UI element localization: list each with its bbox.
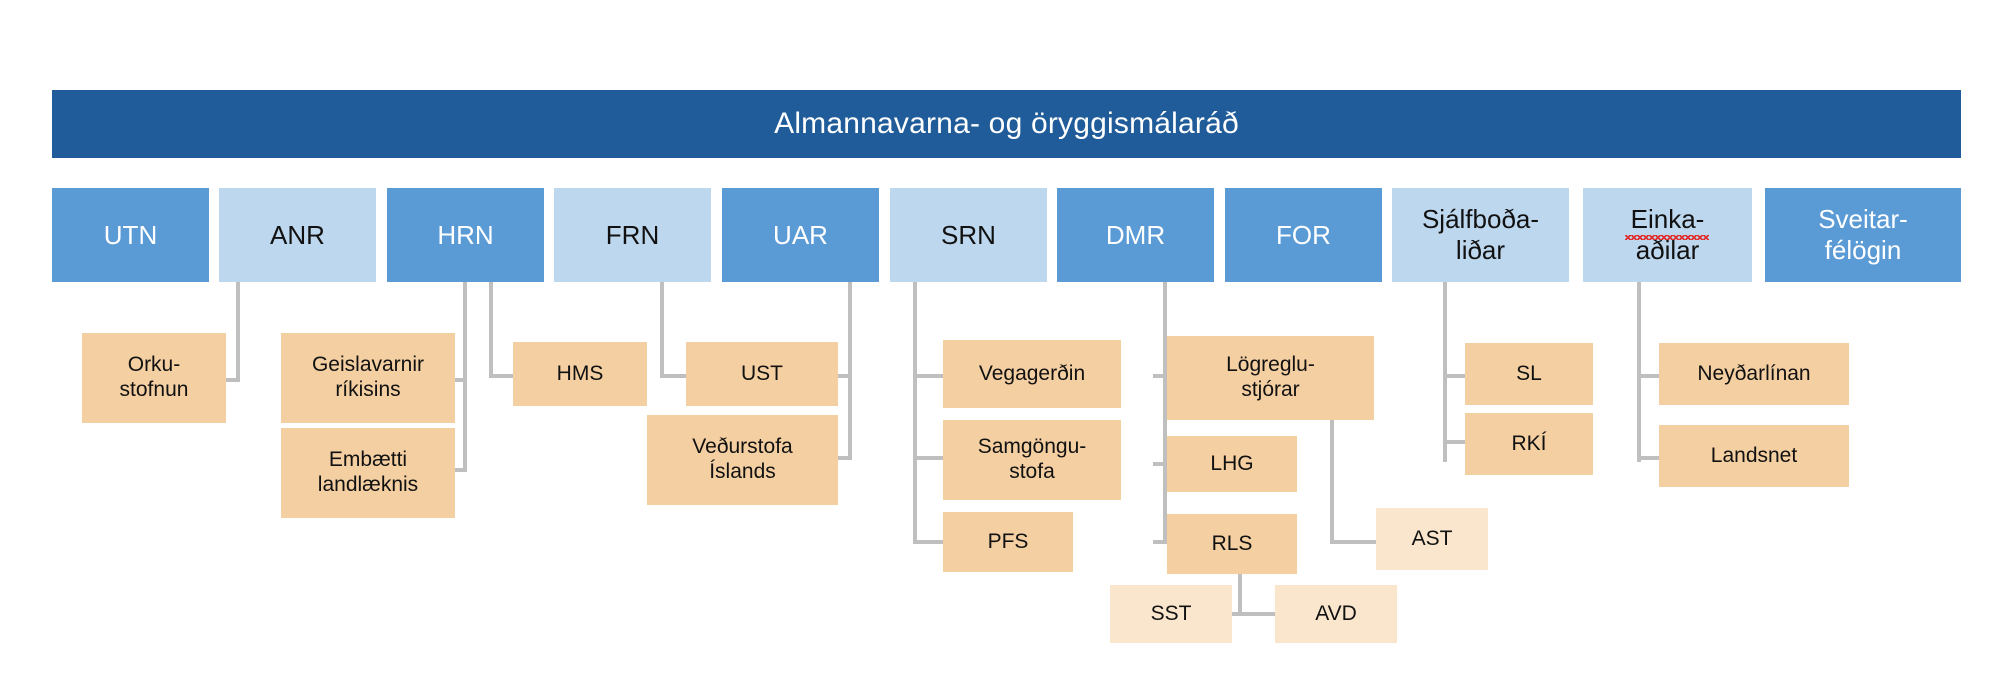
connector-srn-h1 — [913, 374, 943, 378]
node-avd[interactable]: AVD — [1275, 585, 1397, 643]
connector-ast-h — [1330, 540, 1376, 544]
node-geislavarnir-rikisins[interactable]: Geislavarnir ríkisins — [281, 333, 455, 423]
node-landsnet[interactable]: Landsnet — [1659, 425, 1849, 487]
connector-eink-v — [1637, 282, 1641, 462]
node-hrn[interactable]: HRN — [387, 188, 544, 282]
node-neydarlinan[interactable]: Neyðarlínan — [1659, 343, 1849, 405]
node-lhg[interactable]: LHG — [1167, 436, 1297, 492]
node-pfs[interactable]: PFS — [943, 512, 1073, 572]
node-vedurstofa-islands[interactable]: Veðurstofa Íslands — [647, 415, 838, 505]
connector-uar-v — [848, 282, 852, 460]
connector-srn-h3 — [913, 540, 943, 544]
node-samgongustofa[interactable]: Samgöngu- stofa — [943, 420, 1121, 500]
connector-sjb-v — [1443, 282, 1447, 462]
node-sl[interactable]: SL — [1465, 343, 1593, 405]
connector-eink-h1 — [1637, 374, 1659, 378]
node-hms[interactable]: HMS — [513, 342, 647, 406]
connector-dmr-v — [1163, 282, 1167, 544]
connector-frn-h — [660, 374, 686, 378]
connector-sjb-h2 — [1443, 440, 1465, 444]
node-dmr[interactable]: DMR — [1057, 188, 1214, 282]
spellcheck-underline-icon — [1625, 235, 1709, 240]
connector-uar-h1 — [838, 374, 852, 378]
node-rki[interactable]: RKÍ — [1465, 413, 1593, 475]
connector-rls-h — [1198, 612, 1282, 616]
council-banner[interactable]: Almannavarna- og öryggismálaráð — [52, 90, 1961, 158]
connector-utn-h — [226, 378, 240, 382]
connector-dmr-h2 — [1153, 462, 1167, 466]
connector-rls-v — [1238, 544, 1242, 616]
connector-anr-h1 — [455, 378, 467, 382]
connector-eink-h2 — [1637, 456, 1659, 460]
connector-srn-v — [913, 282, 917, 544]
node-embaetti-landlaeknis[interactable]: Embætti landlæknis — [281, 428, 455, 518]
connector-anr-v — [463, 282, 467, 472]
node-rls[interactable]: RLS — [1167, 514, 1297, 574]
node-orkustofnun[interactable]: Orku- stofnun — [82, 333, 226, 423]
connector-sjb-h1 — [1443, 374, 1465, 378]
connector-srn-h2 — [913, 456, 943, 460]
connector-dmr-h1 — [1153, 374, 1167, 378]
node-ast[interactable]: AST — [1376, 508, 1488, 570]
connector-dmr-h3 — [1153, 540, 1167, 544]
node-sveitarfelogin[interactable]: Sveitar- félögin — [1765, 188, 1961, 282]
node-sst[interactable]: SST — [1110, 585, 1232, 643]
node-for[interactable]: FOR — [1225, 188, 1382, 282]
connector-ast-v — [1330, 396, 1334, 544]
connector-utn-v — [236, 282, 240, 382]
node-frn[interactable]: FRN — [554, 188, 711, 282]
node-ust[interactable]: UST — [686, 342, 838, 406]
node-sjalfbodalidar[interactable]: Sjálfboða- liðar — [1392, 188, 1569, 282]
node-vegagerdin[interactable]: Vegagerðin — [943, 340, 1121, 408]
connector-anr-h2 — [455, 468, 467, 472]
node-anr[interactable]: ANR — [219, 188, 376, 282]
connector-frn-v — [660, 282, 664, 378]
connector-hrn-v — [489, 282, 493, 378]
node-utn[interactable]: UTN — [52, 188, 209, 282]
node-srn[interactable]: SRN — [890, 188, 1047, 282]
node-logreglustjorar[interactable]: Lögreglu- stjórar — [1167, 336, 1374, 420]
connector-hrn-h — [489, 374, 513, 378]
connector-uar-h2 — [838, 456, 852, 460]
node-uar[interactable]: UAR — [722, 188, 879, 282]
node-einkaadilar[interactable]: Einka- aðilar — [1583, 188, 1752, 282]
